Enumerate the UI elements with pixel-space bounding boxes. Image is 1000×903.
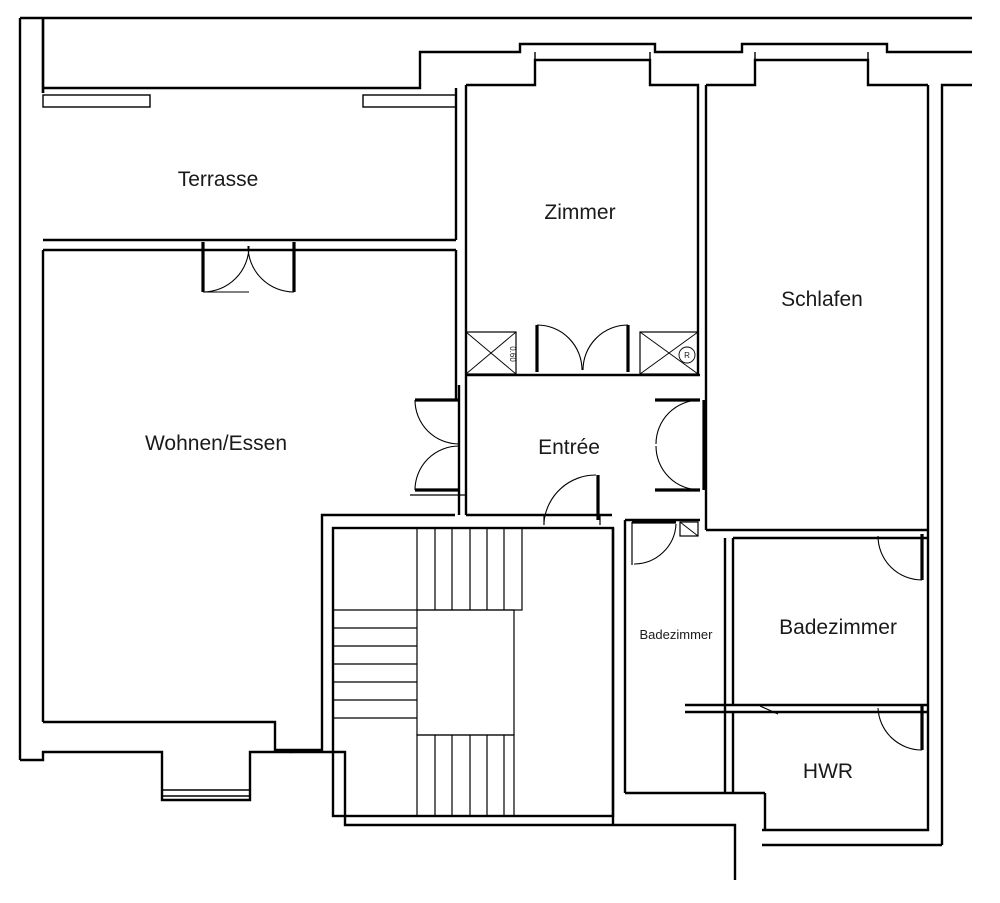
room-label-bad-small: Badezimmer <box>640 627 714 642</box>
wohnen-area <box>20 242 613 827</box>
hwr-area <box>725 705 924 830</box>
outer-walls <box>18 16 972 847</box>
stairwell <box>331 526 737 880</box>
entree-area <box>410 375 701 525</box>
room-label-hwr: HWR <box>803 760 853 783</box>
room-label-wohnen: Wohnen/Essen <box>145 432 287 455</box>
room-label-schlafen: Schlafen <box>781 288 863 311</box>
shaft-mark: R <box>684 351 690 360</box>
shaft-dimension: 0.60 <box>508 346 517 362</box>
schlafen-area <box>702 52 928 532</box>
bad-small-area <box>623 518 727 795</box>
terrasse-area <box>42 88 458 252</box>
room-label-terrasse: Terrasse <box>178 168 259 191</box>
room-label-bad-large: Badezimmer <box>779 616 897 639</box>
room-label-entree: Entrée <box>538 436 600 459</box>
bad-large-area <box>685 532 930 714</box>
zimmer-area <box>464 52 700 377</box>
room-label-zimmer: Zimmer <box>544 201 615 224</box>
